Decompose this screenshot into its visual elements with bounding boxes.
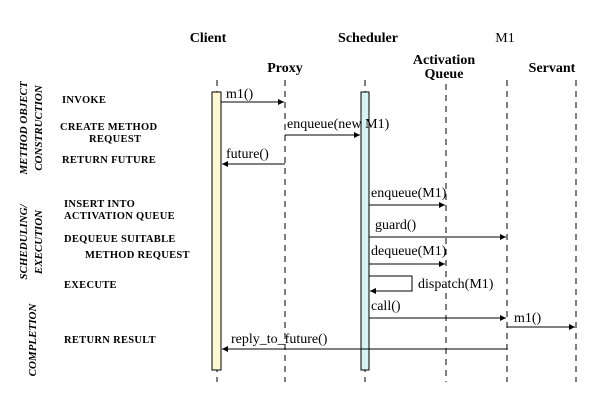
step-insert-into-queue-line2: ACTIVATION QUEUE — [64, 211, 175, 222]
participant-activation-queue-line2: Queue — [425, 67, 464, 82]
participant-proxy: Proxy — [267, 61, 303, 76]
message-label-future: future() — [226, 147, 269, 162]
phase-label-line1: METHOD OBJECT — [18, 80, 30, 175]
scheduler-activation-bar — [360, 91, 370, 371]
phase-label-line2: CONSTRUCTION — [33, 84, 45, 171]
message-label-dequeue-m1: dequeue(M1) — [371, 244, 447, 259]
message-label-m1: m1() — [226, 87, 254, 102]
phase-label-line2: EXECUTION — [33, 209, 45, 275]
phase-completion: COMPLETION — [27, 303, 39, 377]
message-label-enqueue-new: enqueue(new M1) — [287, 117, 390, 132]
phase-method-object-construction: METHOD OBJECT CONSTRUCTION — [18, 80, 45, 175]
participant-servant: Servant — [529, 61, 576, 76]
message-label-dispatch-m1: dispatch(M1) — [418, 277, 494, 292]
step-dequeue-suitable-line1: DEQUEUE SUITABLE — [64, 234, 176, 245]
message-label-call: call() — [371, 299, 401, 314]
message-label-enqueue-m1: enqueue(M1) — [371, 186, 447, 201]
step-create-method-request-line2: REQUEST — [89, 134, 141, 145]
step-dequeue-suitable-line2: METHOD REQUEST — [85, 250, 190, 261]
message-label-m1-servant: m1() — [514, 311, 542, 326]
participant-activation-queue-line1: Activation — [413, 53, 475, 68]
message-label-guard: guard() — [375, 218, 417, 233]
message-label-reply-to-future: reply_to_future() — [231, 332, 328, 347]
step-return-future: RETURN FUTURE — [62, 155, 156, 166]
phase-scheduling-execution: SCHEDULING/ EXECUTION — [18, 203, 45, 279]
step-execute: EXECUTE — [64, 280, 117, 291]
step-invoke: INVOKE — [62, 95, 106, 106]
participant-m1: M1 — [495, 31, 514, 46]
message-arrow-dispatch-m1 — [369, 275, 413, 294]
phase-label: COMPLETION — [27, 303, 39, 377]
participant-scheduler: Scheduler — [338, 31, 398, 46]
step-create-method-request-line1: CREATE METHOD — [60, 122, 157, 133]
step-return-result: RETURN RESULT — [64, 335, 156, 346]
participant-client: Client — [190, 31, 227, 46]
client-activation-bar — [211, 91, 222, 371]
phase-label-line1: SCHEDULING/ — [18, 203, 30, 279]
step-insert-into-queue-line1: INSERT INTO — [64, 199, 135, 210]
